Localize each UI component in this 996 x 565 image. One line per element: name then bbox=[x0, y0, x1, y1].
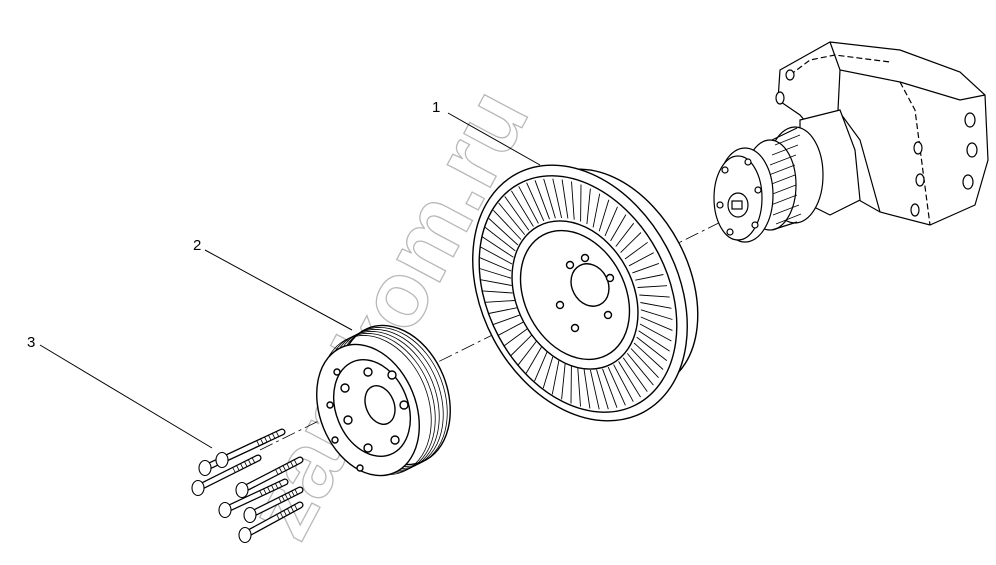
fin bbox=[484, 227, 516, 252]
fin bbox=[637, 285, 668, 288]
bolt bbox=[235, 456, 304, 499]
fin bbox=[518, 186, 539, 224]
part-3-bolts bbox=[191, 428, 304, 544]
fin bbox=[626, 353, 654, 386]
callout-2: 2 bbox=[193, 237, 201, 254]
fin bbox=[583, 369, 591, 409]
fin bbox=[596, 369, 609, 410]
fin bbox=[639, 323, 672, 342]
fin bbox=[479, 268, 512, 279]
crankshaft-nose bbox=[713, 41, 989, 243]
fin bbox=[636, 336, 668, 361]
fin bbox=[613, 364, 634, 402]
fin bbox=[640, 316, 673, 331]
bolt bbox=[215, 428, 286, 469]
fin bbox=[534, 180, 550, 220]
fin bbox=[493, 209, 522, 240]
fin bbox=[628, 252, 654, 267]
fin bbox=[498, 202, 526, 235]
fin bbox=[511, 190, 534, 227]
callout-1: 1 bbox=[432, 99, 440, 116]
bolt bbox=[243, 486, 304, 524]
bolt bbox=[238, 501, 304, 544]
fin bbox=[488, 218, 519, 246]
bolt bbox=[218, 478, 289, 519]
fin bbox=[543, 178, 556, 219]
fin bbox=[618, 361, 641, 398]
fin bbox=[640, 309, 673, 320]
fin bbox=[484, 300, 515, 303]
fin bbox=[635, 274, 664, 281]
fin bbox=[498, 321, 524, 336]
bolt bbox=[191, 454, 262, 497]
fin bbox=[510, 335, 532, 356]
fin bbox=[517, 341, 537, 366]
fin bbox=[620, 232, 642, 253]
fin bbox=[639, 294, 670, 298]
leader-line-3 bbox=[39, 344, 213, 449]
fin bbox=[622, 357, 648, 392]
fin bbox=[602, 368, 618, 408]
fin bbox=[607, 366, 626, 406]
fin bbox=[482, 236, 514, 258]
fin bbox=[551, 360, 560, 395]
fin bbox=[615, 222, 635, 247]
fin bbox=[610, 214, 627, 242]
fin bbox=[592, 193, 601, 228]
fin bbox=[480, 246, 513, 265]
part-1-damper-wheel bbox=[472, 164, 699, 422]
fin bbox=[624, 241, 648, 260]
part-2-pulley bbox=[316, 324, 451, 477]
fin bbox=[630, 348, 659, 379]
fin bbox=[482, 290, 513, 294]
part-1-radial-fins bbox=[479, 178, 673, 410]
fin bbox=[504, 196, 530, 231]
fin bbox=[586, 188, 591, 225]
callout-3: 3 bbox=[27, 334, 35, 351]
fin bbox=[598, 199, 610, 232]
fin bbox=[604, 206, 618, 237]
fin bbox=[479, 257, 512, 272]
fin bbox=[542, 356, 554, 389]
fin bbox=[561, 363, 566, 400]
fin bbox=[577, 368, 581, 407]
leader-line-2 bbox=[204, 249, 353, 331]
fin bbox=[526, 182, 545, 222]
fin bbox=[480, 279, 512, 286]
fin bbox=[633, 342, 664, 370]
fin bbox=[571, 181, 575, 220]
fin bbox=[561, 179, 569, 219]
fin bbox=[589, 369, 600, 410]
fin bbox=[488, 307, 517, 314]
fin bbox=[632, 262, 660, 274]
fin bbox=[640, 302, 672, 309]
fin bbox=[552, 178, 563, 219]
fin bbox=[504, 328, 528, 347]
fin bbox=[638, 330, 670, 352]
leader-line-1 bbox=[447, 112, 541, 166]
fin bbox=[534, 351, 548, 382]
fin bbox=[492, 314, 520, 326]
fin bbox=[525, 346, 542, 374]
